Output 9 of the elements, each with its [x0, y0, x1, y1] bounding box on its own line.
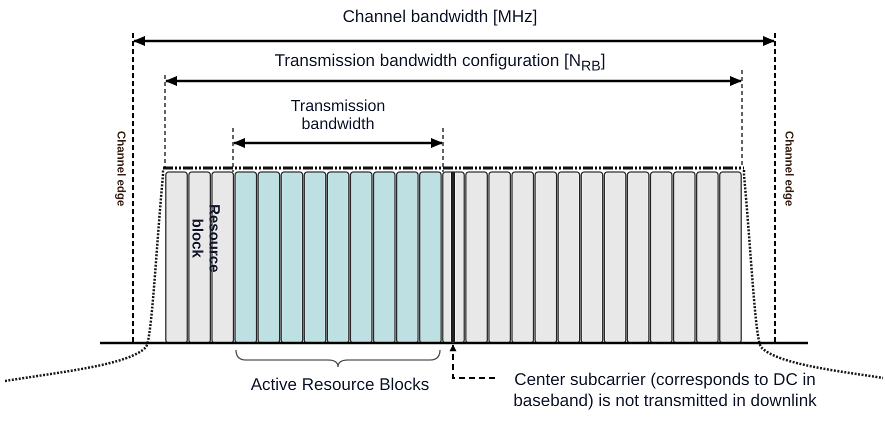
dimension-label: Transmission bandwidth configuration [N$_{RB}$] [274, 51, 606, 75]
rotated-label: Channel edge [782, 130, 795, 208]
callout-text: Center subcarrier (corresponds to DC in baseband) is not transmitted in downlink [505, 370, 825, 430]
rotated-label: Channel edge [114, 130, 127, 208]
leader-line [450, 344, 495, 379]
dimension-label: Transmission bandwidth [290, 98, 386, 135]
rotated-label: Resource block [188, 203, 222, 274]
dimension-label: Channel bandwidth [MHz] [342, 7, 538, 27]
dimension-label: Active Resource Blocks [250, 375, 430, 395]
